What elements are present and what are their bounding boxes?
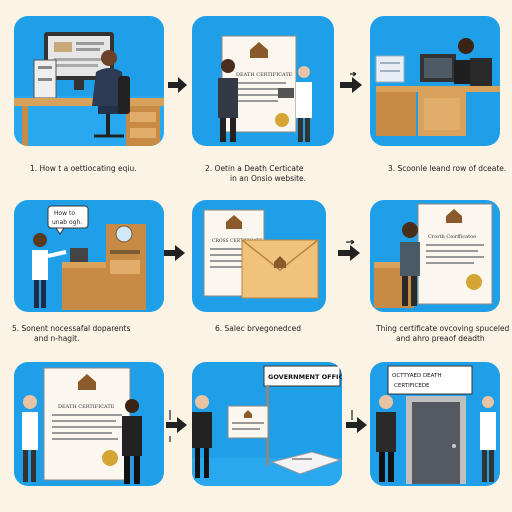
step-8-panel: DEATH CERTIFICATE	[14, 362, 164, 486]
certificate-title: Crorth Ceirfficatoe	[428, 234, 476, 240]
seal-icon	[466, 274, 482, 290]
step-7-caption-line1: Thing certificate ovcoving spuceled	[376, 324, 510, 333]
arrow-right-icon	[340, 72, 362, 93]
step-5-panel: CROSS CERTIFICATE	[192, 200, 326, 312]
speech-bubble-line2: unab ogh.	[52, 219, 82, 226]
step-1-caption: 1. How t a oettiocating eqiu.	[30, 164, 137, 173]
certificate-presentation-illustration: DEATH CERTIFICATE	[22, 367, 142, 484]
government-office-illustration: GOVERNMENT OFFICE	[192, 365, 342, 486]
step-1-panel	[14, 16, 164, 146]
step-7-caption-line2: and ahro preaof deadth	[396, 334, 485, 343]
door-icon	[412, 402, 460, 484]
crest-icon	[446, 209, 462, 223]
office-door-illustration: OCTTYAED DEATH CERTIFICEDE	[376, 365, 496, 484]
certificate-title: DEATH CERTIFICATE	[236, 72, 293, 78]
certificate-handover-illustration: DEATH CERTIFICATE	[218, 35, 312, 142]
office-desk-illustration	[375, 38, 500, 136]
step-2-panel: DEATH CERTIFICATE	[192, 16, 334, 146]
step-5-caption-line1: 5. Sonent nocessafal doparents	[12, 324, 131, 333]
crest-icon	[78, 374, 96, 390]
step-5-caption-line2: and n-hagit.	[34, 334, 80, 343]
person-at-computer-illustration	[14, 32, 164, 146]
step-4-panel: How to unab ogh.	[14, 200, 164, 312]
certificate-title: CROSS CERTIFICATE	[212, 238, 263, 244]
person-asking-illustration: How to unab ogh.	[32, 205, 146, 310]
step-2-caption-line1: 2. Oetin a Death Certicate	[205, 164, 304, 173]
seal-icon	[275, 113, 289, 127]
door-sign	[387, 365, 473, 395]
step-3-caption: 3. Scoonle leand row of dceate.	[388, 164, 507, 173]
certificate-title: DEATH CERTIFICATE	[58, 404, 115, 410]
person-holding-certificate-illustration: Crorth Ceirfficatoe	[374, 203, 493, 308]
arrow-right-icon	[166, 410, 187, 442]
door-sign-line1: OCTTYAED DEATH	[392, 373, 442, 379]
step-6-caption: 6. Salec brvegonedced	[215, 324, 301, 333]
step-10-panel: OCTTYAED DEATH CERTIFICEDE	[370, 362, 500, 486]
step-2-caption-line2: in an Onsio website.	[230, 174, 307, 183]
government-office-sign	[263, 365, 341, 387]
door-sign-line2: CERTIFICEDE	[394, 383, 430, 389]
step-7-panel: Crorth Ceirfficatoe	[370, 200, 500, 312]
arrow-right-icon	[338, 240, 360, 261]
step-9-panel: GOVERNMENT OFFICE	[192, 362, 342, 486]
crest-icon	[250, 42, 268, 58]
arrow-right-icon	[346, 410, 367, 433]
certificate-envelope-illustration: CROSS CERTIFICATE	[203, 209, 319, 299]
crest-icon	[226, 215, 242, 229]
government-office-label: GOVERNMENT OFFICE	[268, 373, 342, 381]
step-3-panel	[370, 16, 500, 146]
seal-icon	[102, 450, 118, 466]
arrow-right-icon	[168, 77, 187, 93]
arrow-right-icon	[164, 245, 185, 261]
speech-bubble-line1: How to	[54, 210, 75, 217]
